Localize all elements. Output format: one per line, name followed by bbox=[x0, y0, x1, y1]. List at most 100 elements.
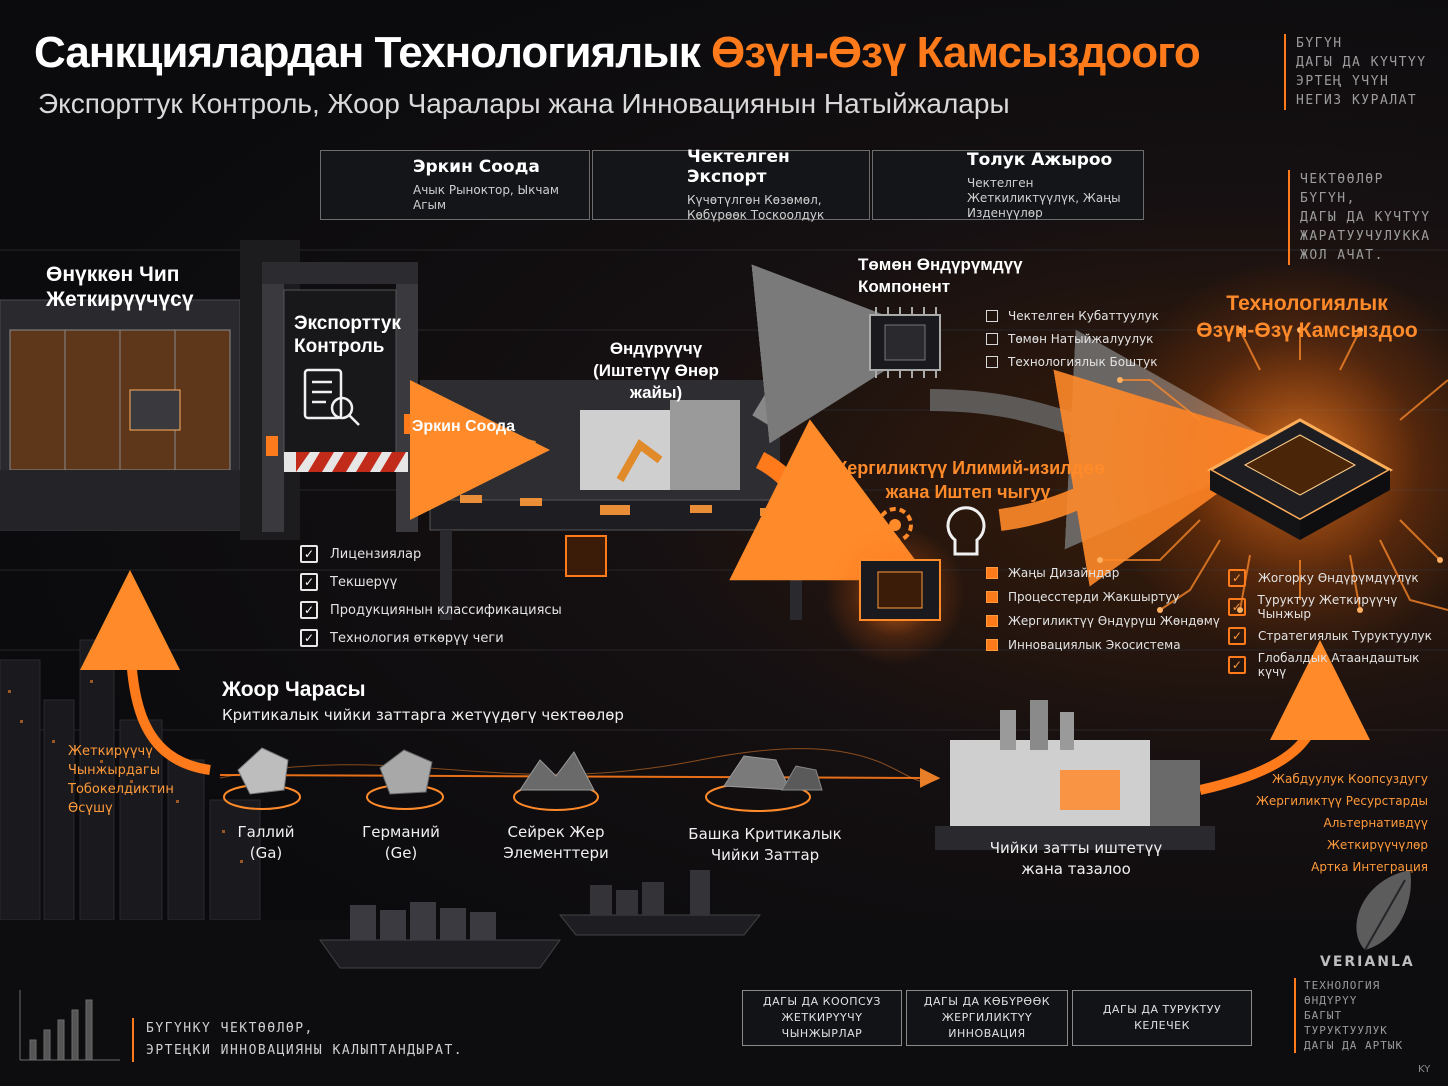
check-icon: ✓ bbox=[1228, 626, 1246, 645]
list-item: Процесстерди Жакшыртуу bbox=[986, 585, 1220, 609]
side-note-line: БҮГҮН bbox=[1296, 36, 1343, 51]
list-item: Жаңы Дизайндар bbox=[986, 561, 1220, 585]
side-note-top: БҮГҮН ДАГЫ ДА КҮЧТҮҮ ЭРТЕҢ ҮЧҮН НЕГИЗ КУ… bbox=[1284, 34, 1427, 110]
check-icon: ✓ bbox=[1228, 597, 1246, 616]
material-label-line: Элементтери bbox=[503, 844, 609, 862]
local-rnd-label-line: Жергиликтүү Илимий-изилдөө bbox=[831, 458, 1105, 478]
checklist-item-label: Технология өткөрүү чеги bbox=[330, 630, 504, 646]
list-item-label: Төмөн Натыйжалуулук bbox=[1008, 331, 1154, 346]
checklist-item: ✓Текшерүү bbox=[300, 568, 562, 596]
risk-label: Жеткирүүчү Чынжырдагы Тобокелдиктин Өсүш… bbox=[68, 742, 174, 818]
rnd-arrow bbox=[729, 419, 931, 581]
title-accent: Өзүн-Өзү Камсыздоого bbox=[711, 28, 1201, 77]
low-component-label-line: Компонент bbox=[858, 277, 951, 296]
list-item-label: Жергиликтүү Өндүрүш Жөндөмү bbox=[1008, 614, 1220, 628]
brand-tagline-line: БАГЫТ bbox=[1304, 1009, 1343, 1022]
outcome-line: ДАГЫ ДА КООПСУЗ bbox=[763, 995, 881, 1008]
stage-desc: Күчөтүлгөн Көзөмөл, Көбүрөөк Тоскоолдук bbox=[687, 193, 825, 222]
check-icon: ✓ bbox=[300, 601, 318, 619]
mini-bar-chart bbox=[19, 990, 120, 1061]
brand-tagline-line: ӨНДҮРҮҮ bbox=[1304, 994, 1358, 1007]
side-note-middle: ЧЕКТӨӨЛӨР БҮГҮН, ДАГЫ ДА КҮЧТҮҮ ЖАРАТУУЧ… bbox=[1288, 170, 1431, 265]
self-sufficiency-label-line: Технологиялык bbox=[1226, 292, 1388, 315]
processing-label-line: Чийки затты иштетүү bbox=[989, 839, 1163, 857]
low-component-label: Төмөн Өндүрүмдүү Компонент bbox=[858, 254, 1023, 298]
checklist-item: ✓ Технология өткөрүү чеги bbox=[300, 624, 562, 652]
check-icon: ✓ bbox=[300, 629, 318, 647]
free-trade-arrow-label: Эркин Соода bbox=[412, 418, 516, 435]
list-item-label: Процесстерди Жакшыртуу bbox=[1008, 590, 1180, 604]
list-item: Жергиликтүү Өндүрүш Жөндөмү bbox=[986, 609, 1220, 633]
page-subtitle: Экспорттук Контроль, Жоор Чаралары жана … bbox=[38, 88, 1010, 119]
material-label-line: Чийки Заттар bbox=[710, 846, 820, 864]
supplier-label-line: Жеткирүүчүсү bbox=[46, 288, 194, 311]
outcome-line: ДАГЫ ДА КӨБҮРӨӨК bbox=[923, 995, 1051, 1008]
material-other-critical: Башка Критикалык Чийки Заттар bbox=[680, 824, 850, 866]
manufacturer-label: Өндүрүүчү (Иштетүү Өнөр жайы) bbox=[566, 338, 746, 404]
checklist-item-label: Продукциянын классификациясы bbox=[330, 602, 562, 618]
self-sufficiency-label-line: Өзүн-Өзү Камсыздоо bbox=[1196, 319, 1418, 342]
list-item: Инновациялык Экосистема bbox=[986, 633, 1220, 657]
brand-tagline: ТЕХНОЛОГИЯ ӨНДҮРҮҮ БАГЫТ ТУРУКТУУЛУК ДАГ… bbox=[1294, 978, 1403, 1053]
low-component-label-line: Төмөн Өндүрүмдүү bbox=[858, 255, 1023, 274]
outcome-line: ДАГЫ ДА ТУРУКТУУ bbox=[1102, 1003, 1222, 1016]
export-control-checklist: ✓Лицензиялар ✓Текшерүү ✓Продукциянын кла… bbox=[300, 540, 562, 652]
check-icon: ✓ bbox=[300, 545, 318, 563]
list-item: Төмөн Натыйжалуулук bbox=[986, 327, 1159, 350]
check-icon: ✓ bbox=[1228, 568, 1246, 587]
square-bullet-icon bbox=[986, 332, 998, 345]
low-chip-illustration bbox=[869, 307, 941, 378]
list-item-label: Технологиялык Боштук bbox=[1008, 354, 1158, 369]
footer-quote-line: ЭРТЕҢКИ ИННОВАЦИЯНЫ КАЛЫПТАНДЫРАТ. bbox=[146, 1043, 464, 1058]
material-label-line: Галлий bbox=[237, 823, 295, 841]
city-skyline bbox=[0, 639, 261, 921]
checklist-item-label: Стратегиялык Туруктуулук bbox=[1258, 628, 1432, 643]
brand-tagline-line: ТУРУКТУУЛУК bbox=[1304, 1024, 1388, 1037]
square-bullet-icon bbox=[986, 615, 998, 627]
risk-label-line: Тобокелдиктин bbox=[68, 782, 174, 797]
outcome-line: КЕЛЕЧЕК bbox=[1134, 1019, 1190, 1032]
list-item-label: Инновациялык Экосистема bbox=[1008, 638, 1181, 652]
resilience-label-line: Альтернативдүү Жеткирүүчүлөр bbox=[1323, 816, 1428, 852]
checklist-item: ✓ Продукциянын классификациясы bbox=[300, 596, 562, 624]
risk-arrow bbox=[80, 570, 211, 775]
sanctions-title: Жоор Чарасы bbox=[222, 678, 366, 701]
export-control-label-line: Контроль bbox=[294, 336, 385, 357]
checklist-item: ✓ Туруктуу Жеткирүүчү Чынжыр bbox=[1228, 592, 1448, 621]
resilience-label: Жабдуулук Коопсуздугу Жергиликтүү Ресурс… bbox=[1222, 768, 1428, 878]
checklist-item-label: Текшерүү bbox=[330, 574, 398, 590]
stage-desc: Чектелген Жеткиликтүүлүк, Жаңы Изденүүлө… bbox=[967, 175, 1121, 220]
footer-quote-line: БҮГҮНКҮ ЧЕКТӨӨЛӨР, bbox=[146, 1021, 314, 1036]
risk-label-line: Жеткирүүчү bbox=[68, 744, 153, 759]
checklist-item: ✓ Стратегиялык Туруктуулук bbox=[1228, 621, 1448, 650]
self-sufficiency-chip-illustration bbox=[1097, 260, 1448, 660]
check-icon: ✓ bbox=[1228, 655, 1246, 674]
resilience-label-line: Артка Интеграция bbox=[1311, 860, 1428, 874]
mineral-rocks bbox=[237, 747, 823, 795]
stage-free-trade: Эркин Соода Ачык Рыноктор, Ыкчам Агым bbox=[320, 150, 590, 220]
checklist-item-label: Лицензиялар bbox=[330, 546, 422, 562]
export-control-label: Экспорттук Контроль bbox=[294, 312, 401, 358]
brand-tagline-line: ТЕХНОЛОГИЯ bbox=[1304, 979, 1381, 992]
side-note-line: ДАГЫ ДА КҮЧТҮҮ bbox=[1296, 55, 1427, 70]
square-bullet-icon bbox=[986, 639, 998, 651]
supplier-label: Өнүккөн Чип Жеткирүүчүсү bbox=[46, 262, 194, 312]
outcome-stable-future: ДАГЫ ДА ТУРУКТУУ КЕЛЕЧЕК bbox=[1072, 990, 1252, 1046]
material-germanium: Германий (Ge) bbox=[336, 822, 466, 864]
self-sufficiency-label: Технологиялык Өзүн-Өзү Камсыздоо bbox=[1172, 290, 1442, 344]
resilience-label-line: Жабдуулук Коопсуздугу bbox=[1272, 772, 1428, 786]
brand-tagline-line: ДАГЫ ДА АРТЫК bbox=[1304, 1039, 1404, 1052]
list-item: Чектелген Кубаттуулук bbox=[986, 304, 1159, 327]
side-note-line: ЖАРАТУУЧУЛУККА bbox=[1300, 229, 1431, 244]
resilience-arrow bbox=[1198, 640, 1370, 795]
list-item: Технологиялык Боштук bbox=[986, 350, 1159, 373]
square-bullet-icon bbox=[986, 355, 998, 368]
checklist-item: ✓Жогорку Өндүрүмдүүлүк bbox=[1228, 563, 1448, 592]
square-bullet-icon bbox=[986, 591, 998, 603]
local-rnd-label: Жергиликтүү Илимий-изилдөө жана Иштеп чы… bbox=[808, 456, 1128, 504]
side-note-line: БҮГҮН, bbox=[1300, 191, 1356, 206]
export-control-label-line: Экспорттук bbox=[294, 313, 401, 334]
stage-desc: Ачык Рыноктор, Ыкчам Агым bbox=[413, 183, 559, 212]
checklist-item-label: Туруктуу Жеткирүүчү Чынжыр bbox=[1257, 592, 1398, 621]
